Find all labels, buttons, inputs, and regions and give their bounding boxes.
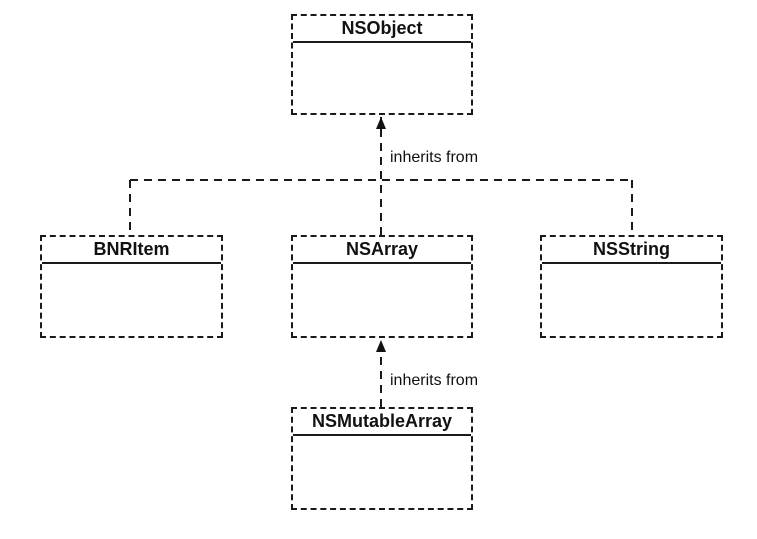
class-name-nsmutablearray: NSMutableArray: [293, 409, 471, 436]
class-name-nsobject: NSObject: [293, 16, 471, 43]
class-name-nsarray: NSArray: [293, 237, 471, 264]
class-box-nsarray: NSArray: [291, 235, 473, 338]
class-name-nsstring: NSString: [542, 237, 721, 264]
inherits-from-label-top: inherits from: [390, 149, 479, 166]
class-box-nsobject: NSObject: [291, 14, 473, 115]
inherits-from-label-bottom: inherits from: [390, 372, 479, 389]
class-box-nsmutablearray: NSMutableArray: [291, 407, 473, 510]
class-box-bnritem: BNRItem: [40, 235, 223, 338]
class-name-bnritem: BNRItem: [42, 237, 221, 264]
class-box-nsstring: NSString: [540, 235, 723, 338]
